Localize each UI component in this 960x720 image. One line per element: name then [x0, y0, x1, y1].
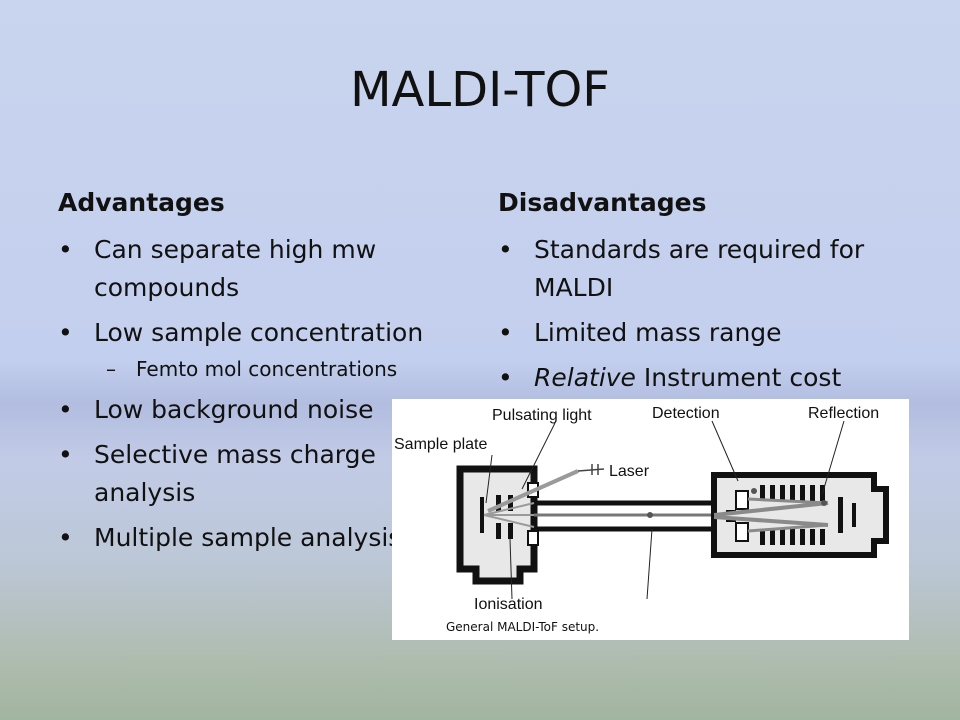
leader-lines	[485, 420, 845, 600]
reflectron-chamber	[711, 472, 889, 558]
disadvantages-list: Standards are required for MALDI Limited…	[498, 231, 898, 397]
laser-beam	[487, 464, 605, 513]
advantages-list: Can separate high mw compounds Low sampl…	[58, 231, 478, 557]
advantages-column: Advantages Can separate high mw compound…	[58, 188, 478, 564]
flight-tube	[534, 497, 717, 537]
ionisation-label: Ionisation	[474, 596, 543, 613]
advantage-item: Can separate high mw compounds	[58, 231, 478, 307]
advantage-item: Multiple sample analysis	[58, 519, 478, 557]
disadvantages-heading: Disadvantages	[498, 188, 707, 217]
laser-label: Laser	[609, 463, 650, 480]
detection-label: Detection	[652, 405, 720, 422]
figure-caption: General MALDI-ToF setup.	[446, 620, 600, 634]
instrument-cost-text: Instrument cost	[635, 363, 842, 392]
slide-title: MALDI-TOF	[350, 62, 610, 118]
relative-word: Relative	[534, 363, 636, 392]
pulsating-light-label: Pulsating light	[492, 407, 592, 424]
advantages-heading: Advantages	[58, 188, 225, 217]
disadvantage-item: Standards are required for MALDI	[498, 231, 898, 307]
advantage-item: Low sample concentration	[58, 314, 478, 352]
advantage-item: Selective mass charge analysis	[58, 436, 478, 512]
advantage-subitem: Femto mol concentrations	[58, 355, 478, 383]
detector	[726, 490, 749, 542]
instrument-schematic	[456, 420, 889, 600]
ion-beam-paths	[713, 488, 829, 533]
disadvantages-column: Disadvantages Standards are required for…	[498, 188, 898, 404]
sample-plate-label: Sample plate	[394, 436, 488, 453]
disadvantage-item: Relative Instrument cost	[498, 359, 898, 397]
advantage-item: Low background noise	[58, 391, 478, 429]
reflection-label: Reflection	[808, 405, 880, 422]
disadvantage-item: Limited mass range	[498, 314, 898, 352]
ion-plume	[483, 502, 535, 528]
maldi-tof-diagram: Pulsating light Detection Reflection Sam…	[392, 399, 909, 640]
